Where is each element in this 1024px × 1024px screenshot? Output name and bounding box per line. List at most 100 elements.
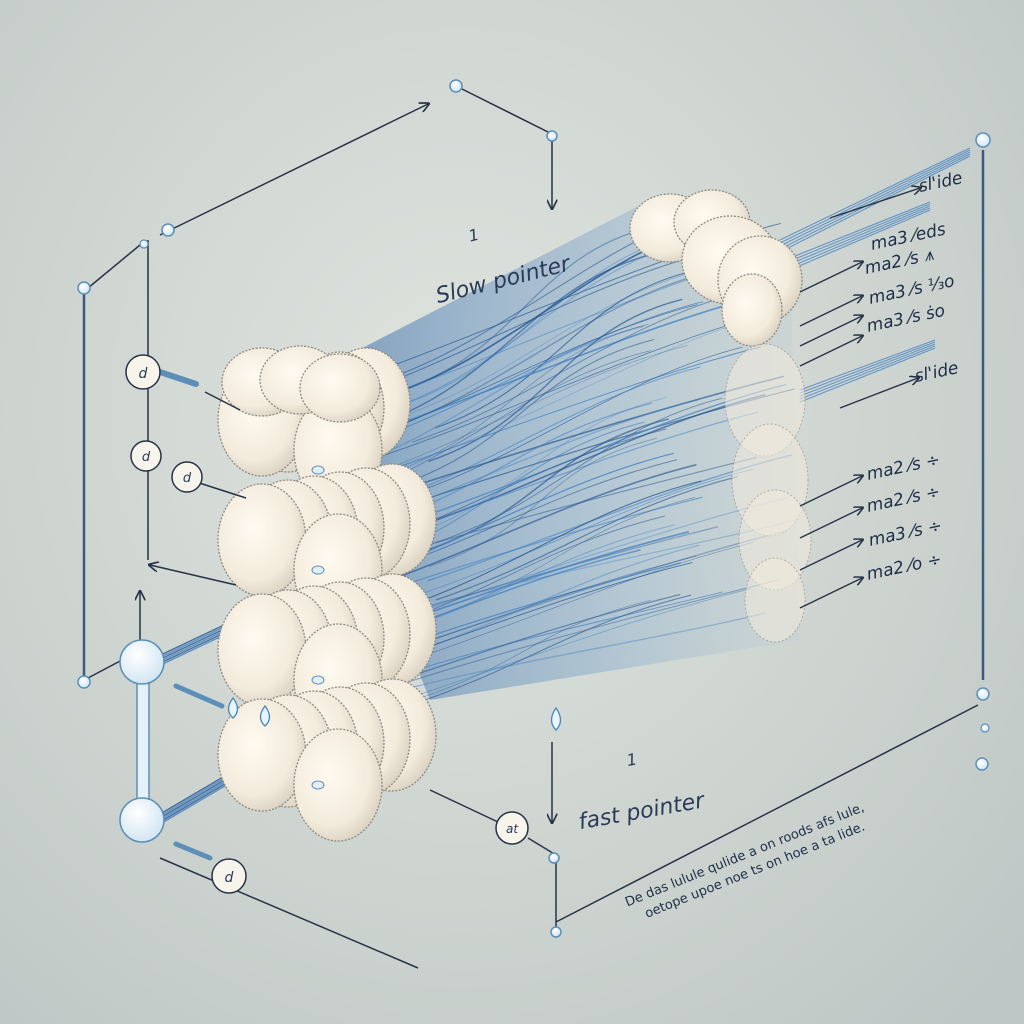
back-roll-cluster [629,189,812,643]
right-arrow-2 [799,262,862,293]
fiber-strand [412,291,743,443]
badge-2: d [130,440,162,472]
right-label-8: ma2 ⁄s ÷ [865,482,942,517]
fiber-strand [380,579,779,692]
badge-group: d d d at d [125,354,529,894]
footnote-line-2: oetope upoe noe ts on hoe a ta lide. [643,819,867,921]
fiber-strand [379,252,655,424]
lower-left-knob-top [119,639,165,685]
fiber-strand [413,600,651,701]
streamer-strand [789,205,931,265]
front-roll-stacks [217,345,437,842]
roll-disc [217,593,307,707]
bottom-diagonal [159,857,419,969]
mid-left-arrow [150,565,237,586]
streamer-strand [799,343,936,397]
fiber-strand [409,594,692,706]
roll-row-2 [217,463,437,627]
back-roll-ghost [744,557,806,643]
top-diagonal-rail [159,104,428,236]
fiber-strand [380,591,723,682]
roll-core [311,565,325,575]
fiber-strand [380,593,681,687]
right-arrow-1 [829,188,920,219]
streamer-strand [779,153,971,250]
fiber-strand [435,397,723,543]
stick-5 [173,841,213,861]
fast-pointer-node [548,852,560,864]
fiber-strand [384,324,649,476]
frame-lines [82,87,985,969]
streamer-strand [799,341,936,394]
back-roll-ghost [738,489,812,591]
right-label-7: ma2 ⁄s ÷ [865,450,942,485]
fiber-strand [415,588,751,696]
badge-4: at [495,811,529,845]
stick-2 [204,391,241,411]
fiber-strand [404,542,754,663]
fiber-strand [428,298,683,462]
streamer-strand [789,201,931,259]
badge-4-text: at [506,822,519,836]
fiber-strand [398,339,654,486]
right-top-node [975,132,991,148]
back-roll-ghost [724,343,806,457]
fast-pointer-link [429,789,499,823]
badge-2-text: d [142,450,151,465]
left-lower-link [87,659,123,679]
peg-node [161,223,175,237]
right-label-9: ma3 ⁄s ÷ [867,516,944,551]
stick-4 [173,683,225,709]
fiber-strand [396,268,705,419]
fiber-strand [396,480,702,611]
right-label-10: ma2 ⁄o ÷ [865,550,944,585]
fast-pointer-text: fast pointer [577,788,708,835]
top-right-node [546,130,558,142]
fiber-strand [355,345,688,481]
streamer-strand [789,207,931,268]
streamer-strand [799,347,936,403]
fast-pointer-number: 1 [625,749,638,769]
roll-disc-front [293,728,383,842]
fiber-strand [408,346,743,496]
roll-disc [217,483,307,597]
drop-node-3 [550,706,562,731]
right-arrow-10 [799,578,862,609]
right-arrow-3 [799,296,862,327]
fiber-strand [435,476,738,601]
streamer-strand [789,209,931,271]
right-mid-node [976,687,990,701]
fiber-strand [416,468,754,596]
right-arrow-5 [799,336,862,367]
slow-pointer-number: 1 [466,225,480,246]
right-arrow-8 [799,508,862,539]
back-roll [721,273,783,347]
drop-node-1 [227,696,239,719]
roll-core [311,465,325,475]
left-top-node [77,281,91,295]
fiber-strand [427,496,696,620]
right-arrow-7 [799,476,862,507]
top-node [449,79,463,93]
fiber-strand [360,463,697,592]
streamer-strand [779,151,971,247]
badge-3-text: d [183,471,192,486]
badge-1: d [125,354,161,390]
roll-core [311,780,325,790]
fast-pointer-stub [527,837,557,856]
streamer-strand [779,147,971,241]
drop-node-2 [259,704,271,727]
right-small-node [980,723,990,733]
streamer-strand [779,149,971,244]
pointer-nodes [77,79,991,938]
fiber-strand [402,225,653,391]
badge-1-text: d [139,366,148,382]
right-arrow-9 [799,540,862,571]
fiber-strand [434,270,693,429]
top-pointer-rail [459,87,551,134]
right-arrow-4 [799,316,862,347]
fast-pointer-label: 1 fast pointer [577,749,708,835]
streamer-strand [779,155,971,253]
roll-core [311,675,325,685]
